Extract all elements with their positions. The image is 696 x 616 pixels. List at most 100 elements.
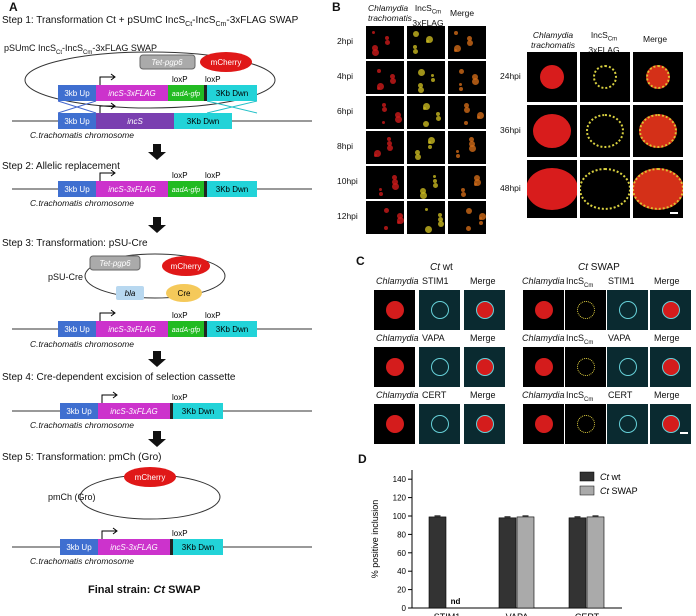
c-inclusion [662, 415, 680, 433]
b-micrograph [366, 166, 404, 199]
b-micrograph [407, 131, 445, 164]
b-speck [469, 137, 474, 142]
b-speck [392, 183, 399, 190]
b-right-scale-bar [670, 212, 678, 214]
b-micrograph [407, 96, 445, 129]
svg-text:3kb Up: 3kb Up [66, 407, 92, 416]
c-inclusion [386, 301, 404, 319]
b-speck [387, 137, 391, 141]
b-micrograph [366, 26, 404, 59]
b-speck [459, 69, 464, 74]
c-col-label: Merge [654, 333, 680, 343]
b-micrograph-large [527, 160, 577, 218]
b-speck [385, 36, 389, 40]
inclusion [593, 65, 617, 89]
b-speck [423, 103, 430, 110]
c-ctwt-title: Ct wt [430, 262, 453, 273]
b-speck [436, 116, 441, 121]
chromosome-label-5: C.trachomatis chromosome [30, 556, 134, 566]
b-speck [384, 208, 389, 213]
c-inclusion [535, 415, 553, 433]
svg-text:loxP: loxP [172, 171, 188, 180]
b-speck [428, 145, 432, 149]
b-speck [466, 208, 472, 214]
b-speck [420, 192, 427, 199]
c-scale-bar [680, 432, 688, 434]
b-row-label: 8hpi [337, 141, 354, 151]
b-micrograph [448, 201, 486, 234]
y-tick-label: 0 [402, 604, 407, 613]
b-micrograph [448, 131, 486, 164]
b-speck [469, 145, 476, 152]
b-speck [387, 145, 393, 151]
svg-text:incS-3xFLAG: incS-3xFLAG [108, 325, 156, 334]
c-col-label: Chlamydia [522, 390, 565, 400]
c-inclusion [662, 358, 680, 376]
inclusion [646, 65, 670, 89]
svg-text:Cre: Cre [178, 289, 191, 298]
y-tick-label: 120 [393, 494, 407, 503]
b-col-header-1: Chlamydia trachomatis [368, 3, 412, 23]
b-micrograph-large [633, 52, 683, 102]
b-speck [433, 179, 437, 183]
y-tick-label: 60 [397, 549, 406, 558]
c-inclusion [476, 358, 494, 376]
psucre-label: pSU-Cre [48, 272, 84, 282]
svg-text:aadA-gfp: aadA-gfp [172, 327, 201, 334]
x-tick-label: CERT [575, 612, 600, 616]
b-speck [438, 221, 444, 227]
b-speck [418, 83, 423, 88]
c-micrograph [523, 290, 564, 330]
bar [498, 517, 517, 609]
c-col-label: Chlamydia [376, 390, 419, 400]
panel-b-letter: B [332, 0, 341, 14]
chromosome-label-4: C.trachomatis chromosome [30, 420, 134, 430]
b-micrograph [407, 201, 445, 234]
legend-swatch [579, 485, 595, 496]
inclusion [527, 168, 577, 210]
c-inclusion [431, 415, 449, 433]
svg-text:aadA-gfp: aadA-gfp [172, 187, 201, 194]
c-col-label: IncSCm [566, 333, 594, 346]
step1-title: Step 1: Transformation Ct + pSUmC IncSCt… [2, 15, 299, 28]
y-tick-label: 40 [397, 567, 406, 576]
c-micrograph [374, 290, 415, 330]
b-speck [372, 49, 379, 56]
step3-title: Step 3: Transformation: pSU-Cre [2, 238, 148, 249]
tet-text: Tet-pgp6 [151, 58, 183, 67]
inclusion [586, 114, 624, 148]
b-micrograph [448, 61, 486, 94]
b-speck [372, 45, 378, 51]
b-right-header-1: Chlamydia trachomatis [531, 30, 575, 50]
b-speck [477, 112, 484, 119]
mcherry-text: mCherry [211, 58, 242, 67]
c-col-label: Merge [654, 276, 680, 286]
b-row-label: 10hpi [337, 176, 358, 186]
c-col-label: IncSCm [566, 276, 594, 289]
b-speck [466, 226, 471, 231]
b-speck [464, 107, 470, 113]
c-inclusion [476, 415, 494, 433]
b-speck [390, 74, 395, 79]
c-col-label: Chlamydia [376, 276, 419, 286]
b-speck [479, 213, 486, 220]
svg-text:3kb Up: 3kb Up [64, 185, 90, 194]
svg-text:3Kb Dwn: 3Kb Dwn [216, 185, 248, 194]
b-speck [382, 121, 385, 124]
step2-title: Step 2: Allelic replacement [2, 161, 120, 172]
c-col-label: Chlamydia [522, 333, 565, 343]
b-speck [472, 78, 479, 85]
b-micrograph-large [633, 160, 683, 218]
c-col-label: Merge [654, 390, 680, 400]
b-speck [387, 141, 392, 146]
c-micrograph [523, 347, 564, 387]
b-micrograph [448, 26, 486, 59]
svg-text:3Kb Dwn: 3Kb Dwn [182, 407, 214, 416]
b-col-header-2: IncSCm 3xFLAG [412, 3, 444, 28]
svg-text:3kb Up: 3kb Up [66, 543, 92, 552]
b-speck [390, 78, 396, 84]
c-inclusion [431, 301, 449, 319]
b-speck [413, 49, 418, 54]
b-speck [425, 208, 428, 211]
